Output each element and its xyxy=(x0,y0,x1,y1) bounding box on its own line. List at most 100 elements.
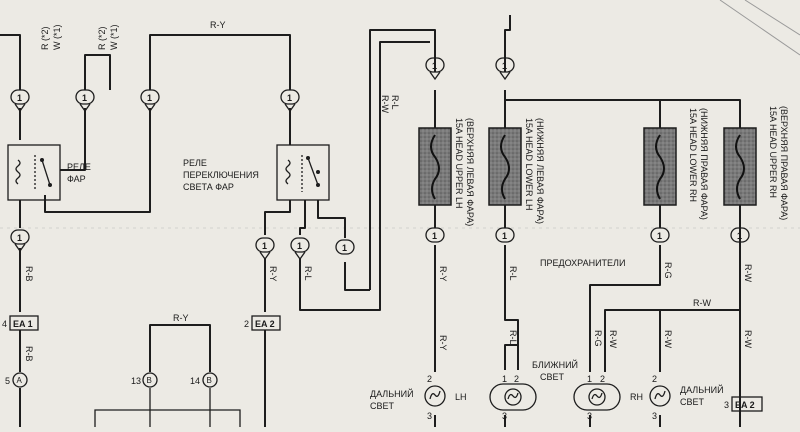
fuse-lower-rh-rating: 15A HEAD LOWER RH xyxy=(688,108,698,202)
background-frame xyxy=(0,0,800,229)
relay-headlamp-label-1: РЕЛЕ xyxy=(67,162,91,172)
wire-ry-top xyxy=(149,34,291,90)
label-w-star1: W (*1) xyxy=(52,25,62,51)
fuse-upper-rh: 15A HEAD UPPER RH (ВЕРХНЯЯ ПРАВАЯ ФАРА) xyxy=(723,106,789,220)
wire-bottom-box xyxy=(94,409,241,427)
relay-dimmer: РЕЛЕ ПЕРЕКЛЮЧЕНИЯ СВЕТА ФАР xyxy=(183,144,330,201)
svg-text:EA 2: EA 2 xyxy=(735,400,755,410)
svg-text:1: 1 xyxy=(82,93,87,103)
label-rl-mid: R-L xyxy=(303,266,313,281)
wire-rl-top xyxy=(369,29,436,290)
svg-text:4: 4 xyxy=(2,319,7,329)
svg-text:1: 1 xyxy=(432,231,437,241)
label-rl-fuse2: R-L xyxy=(508,266,518,281)
fuse-lower-lh-rating: 15A HEAD LOWER LH xyxy=(524,118,534,211)
label-rw-top: R-W xyxy=(380,95,390,113)
label-rw-lamp-a: R-W xyxy=(608,330,618,348)
high-beam-right-label-2: СВЕТ xyxy=(680,397,705,407)
label-r-star2: R (*2) xyxy=(40,26,50,50)
svg-text:3: 3 xyxy=(502,411,507,421)
svg-text:14: 14 xyxy=(190,376,200,386)
svg-text:3: 3 xyxy=(652,411,657,421)
wire-rl-lamp xyxy=(504,245,519,370)
svg-text:3: 3 xyxy=(427,411,432,421)
svg-text:13: 13 xyxy=(131,376,141,386)
pin-c14: 1 xyxy=(730,227,750,243)
svg-text:1: 1 xyxy=(342,243,347,253)
svg-text:1: 1 xyxy=(502,374,507,384)
svg-text:1: 1 xyxy=(502,61,507,71)
fuse-upper-rh-desc: (ВЕРХНЯЯ ПРАВАЯ ФАРА) xyxy=(779,106,789,220)
label-rw-lamp-b: R-W xyxy=(663,330,673,348)
lamp-low-rh: 1 2 3 RH xyxy=(573,374,643,421)
pin-c7: 1 xyxy=(10,229,30,253)
connector-pins: 1 1 1 1 1 1 1 1 1 1 1 1 1 1 xyxy=(10,57,750,261)
label-ry-mid: R-Y xyxy=(268,266,278,282)
svg-text:EA 1: EA 1 xyxy=(13,319,33,329)
fuses: 15A HEAD UPPER LH (ВЕРХНЯЯ ЛЕВАЯ ФАРА) 1… xyxy=(418,106,789,268)
pin-c2: 1 xyxy=(75,89,95,113)
wire-low-lh xyxy=(504,344,518,370)
fuse-lower-rh: 15A HEAD LOWER RH (НИЖНЯЯ ПРАВАЯ ФАРА) xyxy=(643,108,709,220)
wires xyxy=(0,15,741,427)
fuse-upper-lh-rating: 15A HEAD UPPER LH xyxy=(454,118,464,209)
lamp-low-lh: 1 2 3 БЛИЖНИЙ СВЕТ xyxy=(489,359,578,421)
wire-relay2-out3 xyxy=(317,200,346,238)
wire-relay2-to-rl xyxy=(344,262,370,291)
label-r-star2-b: R (*2) xyxy=(97,26,107,50)
connector-ea2-right: 3 EA 2 xyxy=(724,396,763,412)
label-ry-fuse1: R-Y xyxy=(438,266,448,282)
pin-c5: 1 xyxy=(425,57,445,81)
wire-relay1-ret xyxy=(44,108,151,213)
relay-headlamp: РЕЛЕ ФАР xyxy=(7,144,91,201)
label-ry-lamp: R-Y xyxy=(438,335,448,351)
high-beam-left-label-2: СВЕТ xyxy=(370,401,395,411)
fuse-lower-rh-desc: (НИЖНЯЯ ПРАВАЯ ФАРА) xyxy=(699,108,709,220)
pin-a5: 5 A xyxy=(5,372,28,388)
label-rg-fuse3: R-G xyxy=(663,262,673,279)
label-rw-fuse4: R-W xyxy=(743,264,753,282)
fuse-lower-lh-desc: (НИЖНЯЯ ЛЕВАЯ ФАРА) xyxy=(535,118,545,224)
label-rw-bus: R-W xyxy=(693,298,711,308)
high-beam-left-label-1: ДАЛЬНИЙ xyxy=(370,388,414,399)
svg-text:A: A xyxy=(17,376,23,385)
svg-text:1: 1 xyxy=(657,231,662,241)
lamp-rh-label: RH xyxy=(630,392,643,402)
fuse-lower-lh: 15A HEAD LOWER LH (НИЖНЯЯ ЛЕВАЯ ФАРА) xyxy=(488,118,545,224)
wire-relay1-coil xyxy=(60,108,86,171)
pin-b13: 13 B xyxy=(131,372,158,388)
svg-text:1: 1 xyxy=(17,93,22,103)
label-rl-top: R-L xyxy=(390,95,400,110)
label-rb-2: R-B xyxy=(24,346,34,362)
pin-c10: 1 xyxy=(335,239,355,255)
label-rg-lamp: R-G xyxy=(593,330,603,347)
svg-text:1: 1 xyxy=(587,374,592,384)
svg-text:1: 1 xyxy=(502,231,507,241)
pin-c11: 1 xyxy=(425,227,445,243)
pin-c3: 1 xyxy=(140,89,160,113)
svg-text:2: 2 xyxy=(514,374,519,384)
high-beam-right-label-1: ДАЛЬНИЙ xyxy=(680,384,724,395)
wire-rw-bus xyxy=(604,309,740,372)
svg-text:5: 5 xyxy=(5,376,10,386)
svg-text:2: 2 xyxy=(652,374,657,384)
svg-text:2: 2 xyxy=(427,374,432,384)
label-ry-top: R-Y xyxy=(210,20,226,30)
label-rw-lamp-c: R-W xyxy=(743,330,753,348)
relay-dimmer-label-2: ПЕРЕКЛЮЧЕНИЯ xyxy=(183,170,259,180)
low-beam-label-1: БЛИЖНИЙ xyxy=(532,359,578,370)
pin-c6: 1 xyxy=(495,57,515,81)
pin-c8: 1 xyxy=(255,237,275,261)
svg-text:1: 1 xyxy=(262,241,267,251)
pin-c12: 1 xyxy=(495,227,515,243)
low-beam-label-2: СВЕТ xyxy=(540,372,565,382)
pin-c9: 1 xyxy=(290,237,310,261)
svg-text:3: 3 xyxy=(587,411,592,421)
label-ry-bottom: R-Y xyxy=(173,313,189,323)
wire-left-top xyxy=(0,34,21,90)
svg-text:1: 1 xyxy=(297,241,302,251)
fuse-upper-lh: 15A HEAD UPPER LH (ВЕРХНЯЯ ЛЕВАЯ ФАРА) xyxy=(418,118,475,226)
wire-relay2-out2 xyxy=(299,200,306,235)
wire-rg-lamp xyxy=(589,245,661,372)
